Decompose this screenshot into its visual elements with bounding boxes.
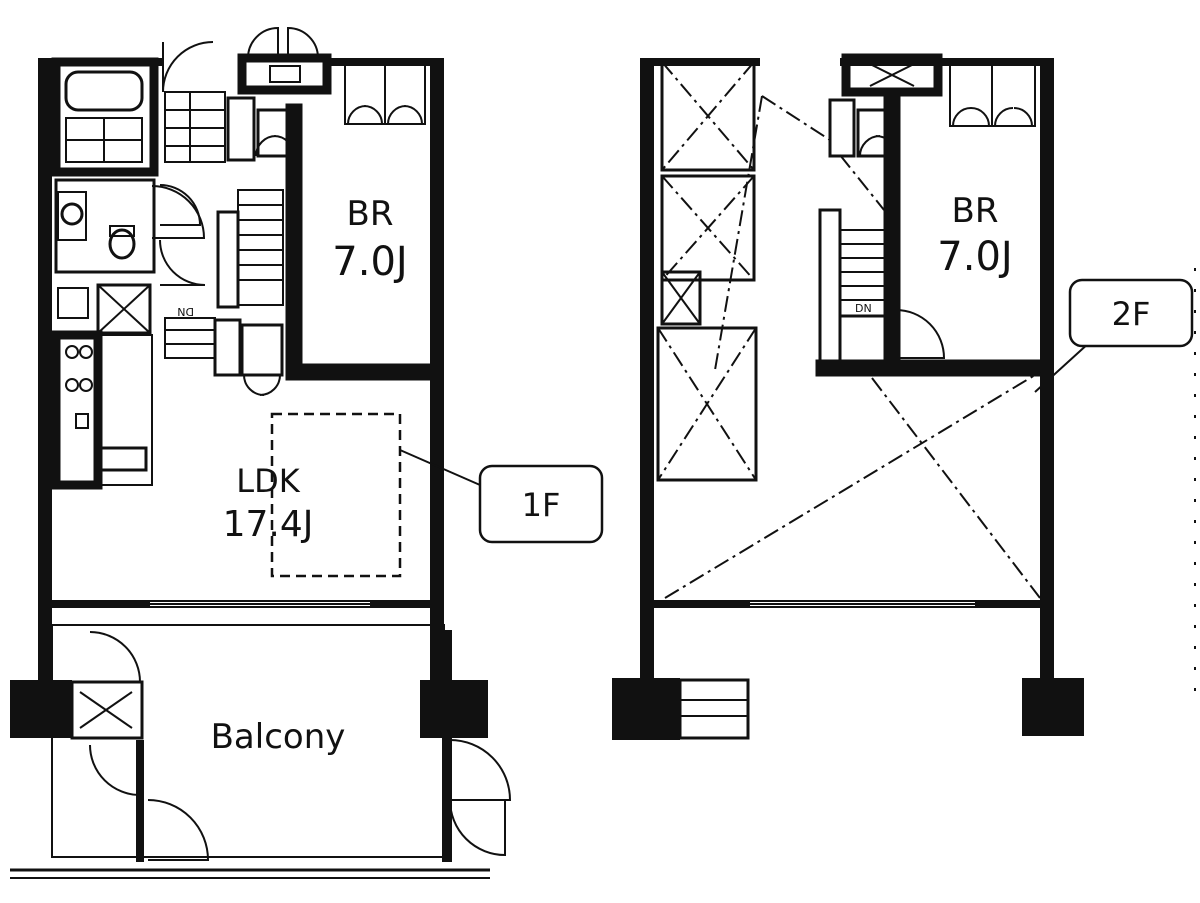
f2-void-box	[660, 60, 756, 172]
f1-stair-rail	[216, 210, 240, 309]
toilet-icon	[108, 228, 136, 260]
f2-void-box	[660, 174, 756, 282]
stove-burner-icon	[65, 345, 79, 359]
f1-ldk-name: LDK	[236, 462, 300, 500]
stove-burner-icon	[65, 378, 79, 392]
f2-bedroom-size: 7.0J	[937, 234, 1012, 280]
f1-entrance-box	[237, 53, 332, 95]
f1-bathroom	[51, 57, 159, 177]
f1-kitchen-counter	[51, 330, 103, 490]
f1-bedroom-name: BR	[347, 194, 394, 234]
f1-top-door	[247, 26, 319, 59]
f1-callout-label: 1F	[522, 486, 561, 524]
f1-balcony-label: Balcony	[211, 717, 346, 757]
f1-callout-box	[478, 464, 604, 544]
floor-1-plan: DN BR 7.0J LDK 17.4J 1F	[10, 26, 604, 879]
f1-laundry	[96, 283, 152, 335]
f1-bedroom-size: 7.0J	[332, 239, 407, 285]
f1-stair-down-label: DN	[177, 305, 194, 318]
f2-void-diagonal	[871, 377, 1041, 599]
f2-void-diagonal	[664, 371, 1041, 599]
f1-washroom-door	[151, 185, 206, 239]
f1-left-wall	[38, 58, 52, 683]
f1-callout-pointer	[399, 449, 481, 486]
f2-void-box	[656, 326, 758, 482]
f1-staircase	[237, 189, 284, 306]
f2-left-wall	[640, 58, 654, 683]
f1-ldk-size: 17.4J	[223, 504, 314, 545]
f2-callout-box	[1068, 278, 1194, 348]
f1-entry-door	[162, 41, 214, 93]
floor-2-plan: DN BR 7.0J 2F	[612, 53, 1196, 740]
f2-callout-label: 2F	[1112, 295, 1151, 333]
stove-burner-icon	[79, 345, 93, 359]
f1-washroom	[54, 178, 156, 274]
f2-stair-down-label: DN	[855, 302, 872, 315]
f1-loft-outline	[270, 412, 402, 578]
sink-icon	[96, 446, 148, 472]
f2-callout-pointer	[1034, 341, 1091, 393]
stove-burner-icon	[79, 378, 93, 392]
bathtub-icon	[64, 70, 144, 112]
f2-bedroom-name: BR	[952, 191, 999, 231]
washbasin-icon	[60, 202, 84, 226]
